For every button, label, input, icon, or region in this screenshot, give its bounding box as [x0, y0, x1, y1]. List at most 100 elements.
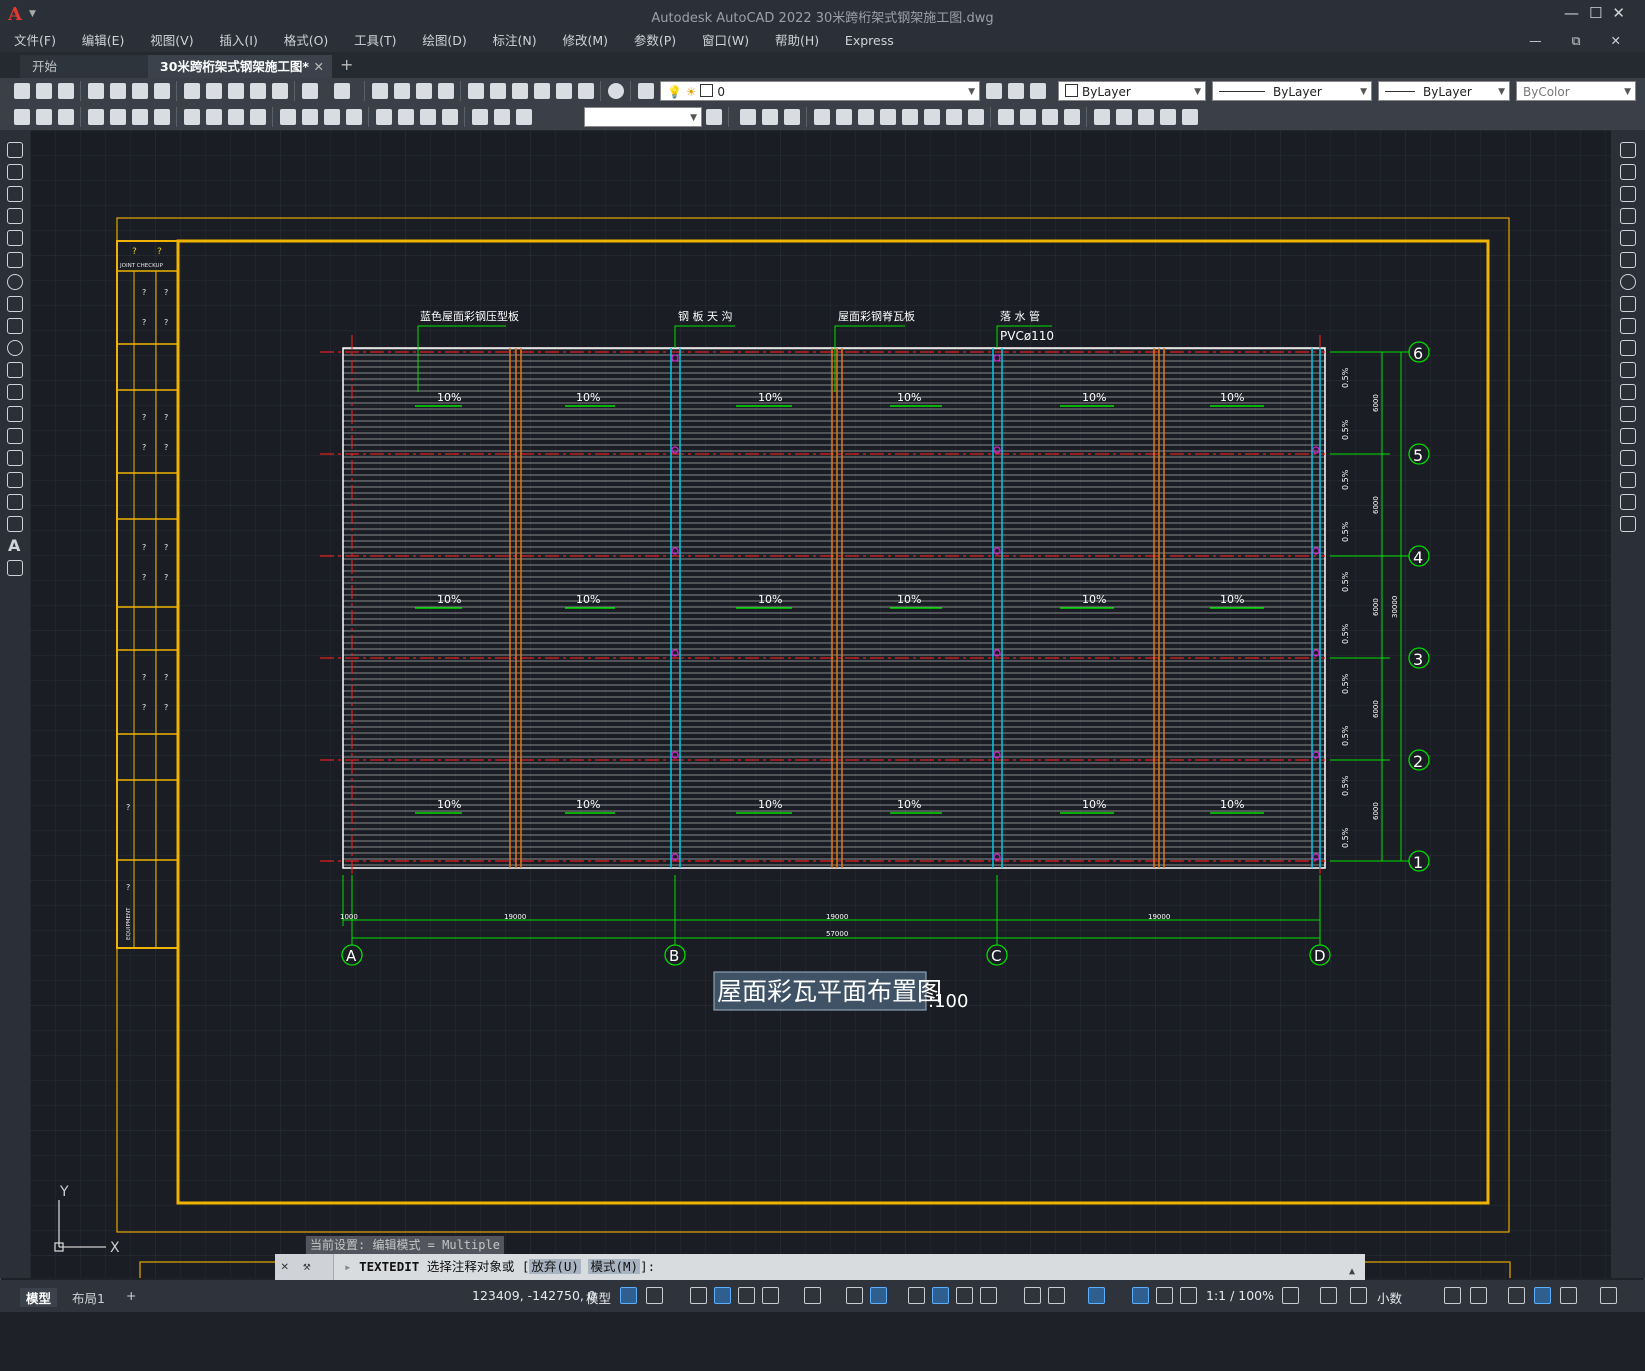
layer-dropdown[interactable]: 💡 ☀ 0 ▼: [660, 81, 980, 101]
3d-print-icon[interactable]: [154, 83, 170, 99]
copy-icon[interactable]: [206, 83, 222, 99]
tab-layout1[interactable]: 布局1: [72, 1291, 105, 1306]
doc-restore-button[interactable]: ⧉: [1571, 33, 1589, 48]
radius-dimension-icon[interactable]: [184, 109, 200, 125]
units-icon[interactable]: [1350, 1287, 1367, 1304]
polyline-icon[interactable]: [7, 186, 23, 202]
lock-ui-icon[interactable]: [1470, 1287, 1487, 1304]
markup-icon[interactable]: [556, 83, 572, 99]
tab-model[interactable]: 模型: [20, 1288, 58, 1307]
jogged-dimension-icon[interactable]: [206, 109, 222, 125]
angular-dimension-icon[interactable]: [250, 109, 266, 125]
mirror-tool-icon[interactable]: [1620, 186, 1636, 202]
object-snap-tracking-icon[interactable]: [846, 1287, 863, 1304]
close-button[interactable]: ✕: [1612, 4, 1635, 22]
gradient-icon[interactable]: [7, 472, 23, 488]
array-icon[interactable]: [836, 109, 852, 125]
trim-tool-icon[interactable]: [1620, 340, 1636, 356]
doc-close-button[interactable]: ✕: [1610, 33, 1629, 48]
dimension-style-icon[interactable]: [706, 109, 722, 125]
new-tab-button[interactable]: +: [340, 55, 354, 74]
menu-modify[interactable]: 修改(M): [562, 33, 609, 48]
jogged-linear-icon[interactable]: [442, 109, 458, 125]
customize-icon[interactable]: ⚒: [303, 1258, 311, 1273]
spline-icon[interactable]: [7, 318, 23, 334]
ellipse-icon[interactable]: [7, 340, 23, 356]
menu-format[interactable]: 格式(O): [283, 33, 329, 48]
option-mode[interactable]: 模式(M): [588, 1259, 641, 1274]
quick-dimension-icon[interactable]: [280, 109, 296, 125]
model-space-toggle[interactable]: 模型: [586, 1291, 612, 1306]
selection-cycling-icon[interactable]: [956, 1287, 973, 1304]
units-value[interactable]: 小数: [1377, 1291, 1403, 1306]
help-icon[interactable]: [608, 83, 624, 99]
copy-object-icon[interactable]: [762, 109, 778, 125]
menu-file[interactable]: 文件(F): [14, 33, 56, 48]
offset-icon[interactable]: [814, 109, 830, 125]
workspace-icon[interactable]: [14, 109, 30, 125]
chamfer-icon[interactable]: [1042, 109, 1058, 125]
design-center-icon[interactable]: [490, 83, 506, 99]
erase-icon[interactable]: [740, 109, 756, 125]
chamfer-tool-icon[interactable]: [1620, 450, 1636, 466]
plot-preview-icon[interactable]: [110, 83, 126, 99]
blend-curves-icon[interactable]: [1620, 494, 1636, 510]
menu-tools[interactable]: 工具(T): [354, 33, 397, 48]
fillet-icon[interactable]: [1064, 109, 1080, 125]
region-icon[interactable]: [7, 494, 23, 510]
rotate-tool-icon[interactable]: [1620, 274, 1636, 290]
drawing-canvas[interactable]: ? ? JOINT CHECKUP ? ? ? ? ? ? ? ? ? ?: [30, 130, 1611, 1278]
dimension-style-dropdown[interactable]: ▼: [584, 107, 702, 127]
fillet-tool-icon[interactable]: [1620, 472, 1636, 488]
menu-draw[interactable]: 绘图(D): [422, 33, 467, 48]
transparency-icon[interactable]: [932, 1287, 949, 1304]
aligned-dimension-icon[interactable]: [110, 109, 126, 125]
dynamic-input-icon[interactable]: [714, 1287, 731, 1304]
command-input[interactable]: ▸ TEXTEDIT 选择注释对象或 [放弃(U) 模式(M)]: ▲: [333, 1254, 1365, 1280]
dynamic-ucs-icon[interactable]: [1024, 1287, 1041, 1304]
draw-order-icon[interactable]: [1116, 109, 1132, 125]
linetype-dropdown[interactable]: ByLayer ▼: [1212, 81, 1372, 101]
annotation-scale-icon[interactable]: [1180, 1287, 1197, 1304]
autocad-logo[interactable]: A: [8, 4, 22, 25]
zoom-previous-icon[interactable]: [438, 83, 454, 99]
dimension-edit-icon[interactable]: [472, 109, 488, 125]
publish-icon[interactable]: [132, 83, 148, 99]
paste-icon[interactable]: [228, 83, 244, 99]
chevron-up-icon[interactable]: ▲: [1348, 1266, 1355, 1277]
stretch-icon[interactable]: [924, 109, 940, 125]
move-icon[interactable]: [858, 109, 874, 125]
eraser-icon[interactable]: [1620, 142, 1636, 158]
menu-edit[interactable]: 编辑(E): [81, 33, 125, 48]
menu-dimension[interactable]: 标注(N): [492, 33, 537, 48]
menu-express[interactable]: Express: [844, 33, 894, 48]
hatch-icon[interactable]: [7, 450, 23, 466]
selection-filter-icon[interactable]: [1048, 1287, 1065, 1304]
construction-line-icon[interactable]: [7, 164, 23, 180]
center-mark-icon[interactable]: [398, 109, 414, 125]
make-block-icon[interactable]: [7, 406, 23, 422]
menu-window[interactable]: 窗口(W): [701, 33, 750, 48]
clean-screen-icon[interactable]: [1560, 1287, 1577, 1304]
ungroup-icon[interactable]: [1160, 109, 1176, 125]
insert-block-icon[interactable]: [7, 384, 23, 400]
tab-start[interactable]: 开始: [20, 55, 164, 78]
menu-parametric[interactable]: 参数(P): [633, 33, 677, 48]
layer-walk-icon[interactable]: [58, 109, 74, 125]
mirror-icon[interactable]: [784, 109, 800, 125]
minimize-button[interactable]: —: [1563, 4, 1589, 22]
app-menu-caret-icon[interactable]: ▼: [29, 9, 36, 19]
layer-state-icon[interactable]: [1030, 83, 1046, 99]
menu-view[interactable]: 视图(V): [150, 33, 194, 48]
linear-dimension-icon[interactable]: [88, 109, 104, 125]
join-icon[interactable]: [1020, 109, 1036, 125]
arc-icon[interactable]: [7, 252, 23, 268]
menu-insert[interactable]: 插入(I): [219, 33, 258, 48]
block-editor-icon[interactable]: [272, 83, 288, 99]
tab-close-icon[interactable]: ✕: [313, 59, 324, 74]
snap-icon[interactable]: [646, 1287, 663, 1304]
dimension-space-icon[interactable]: [346, 109, 362, 125]
arc-length-icon[interactable]: [132, 109, 148, 125]
add-layout-button[interactable]: +: [126, 1288, 137, 1303]
circle-icon[interactable]: [7, 274, 23, 290]
